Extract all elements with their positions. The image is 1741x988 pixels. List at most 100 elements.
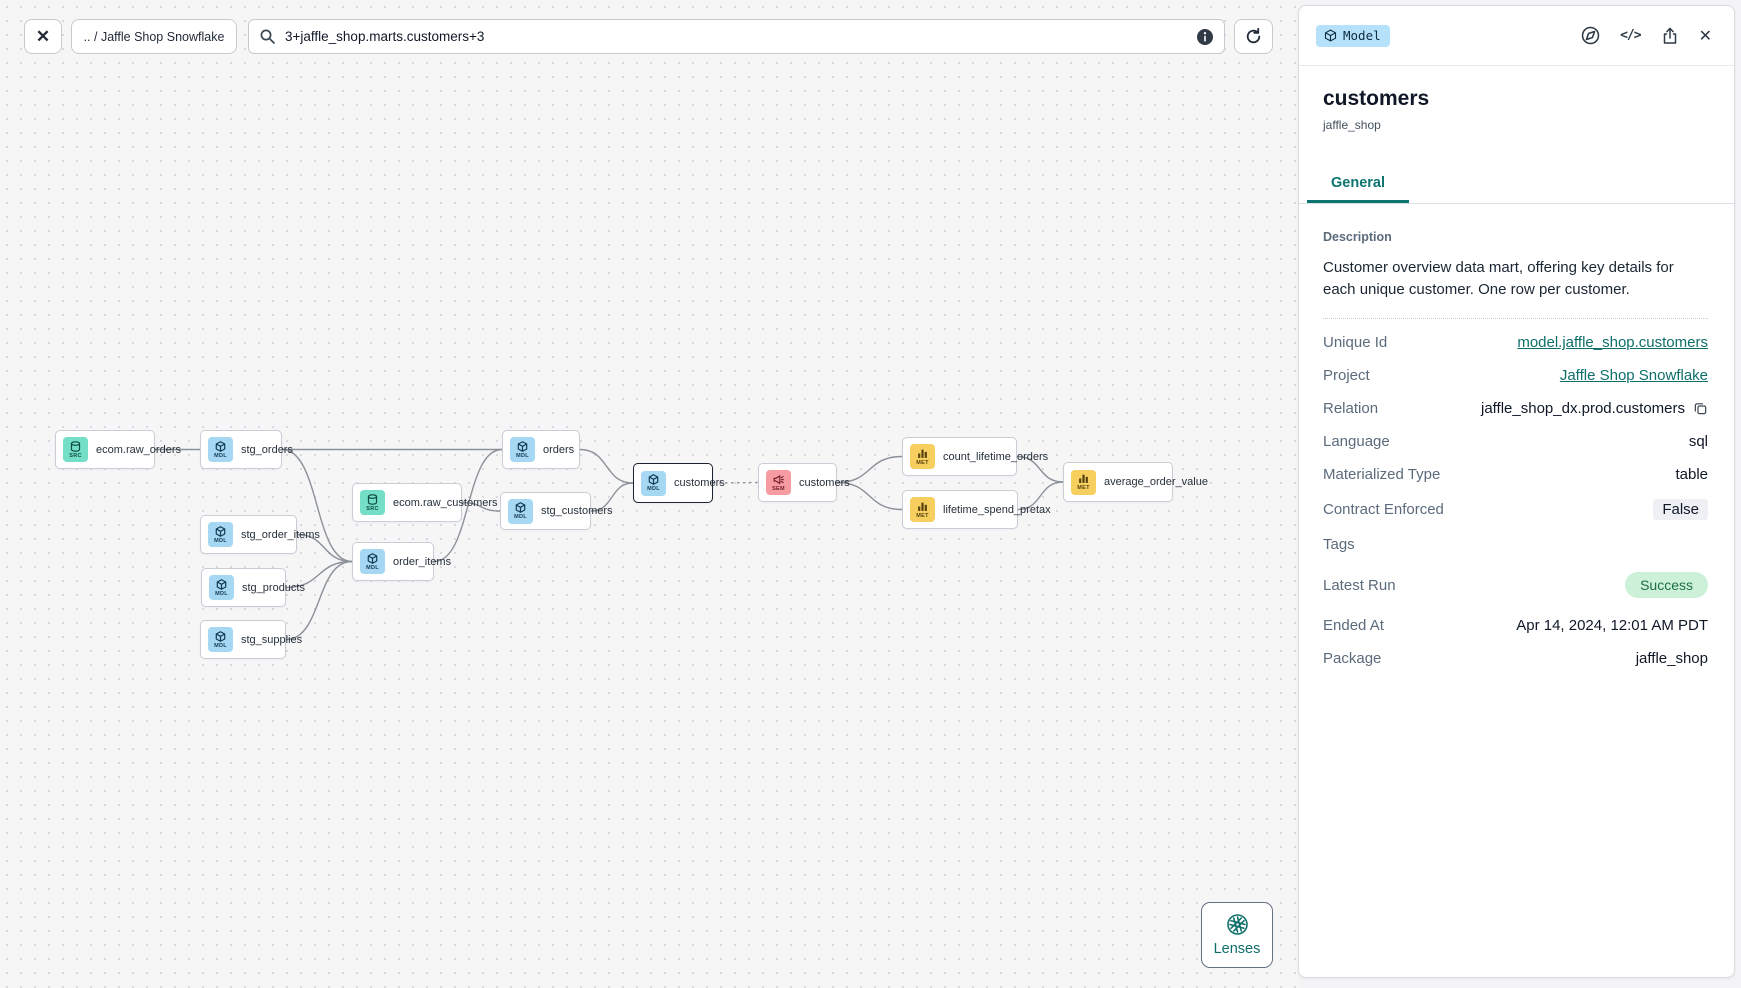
chart-icon: MET: [910, 497, 935, 522]
search-icon: [259, 28, 276, 45]
lineage-node-customers[interactable]: MDL customers: [633, 463, 725, 503]
tab-general[interactable]: General: [1307, 165, 1409, 203]
field-label: Language: [1323, 433, 1390, 451]
lineage-node-customers_sem[interactable]: SEM customers: [758, 463, 850, 502]
project-subtitle: jaffle_shop: [1323, 118, 1381, 132]
model-badge-label: Model: [1343, 27, 1381, 43]
node-label: customers: [799, 476, 850, 489]
lenses-aperture-icon: [1226, 913, 1249, 936]
refresh-button[interactable]: [1234, 19, 1273, 54]
cube-icon: MDL: [208, 627, 233, 652]
field-row-tags: Tags: [1323, 528, 1708, 561]
field-row-project: Project Jaffle Shop Snowflake: [1323, 359, 1708, 392]
node-label: average_order_value: [1104, 476, 1208, 488]
field-label: Ended At: [1323, 617, 1384, 635]
code-icon[interactable]: </>: [1620, 28, 1642, 43]
page-title: customers: [1323, 87, 1430, 110]
status-badge: False: [1653, 499, 1708, 521]
node-label: stg_supplies: [241, 633, 303, 646]
lineage-search-bar[interactable]: [248, 19, 1225, 54]
database-icon: SRC: [360, 490, 385, 515]
copy-icon[interactable]: [1693, 401, 1708, 416]
field-label: Project: [1323, 367, 1370, 385]
cube-icon: [1324, 29, 1337, 42]
node-label: count_lifetime_orders: [943, 450, 1049, 463]
field-row-contract-enforced: Contract Enforced False: [1323, 491, 1708, 528]
share-icon[interactable]: [1660, 26, 1680, 46]
info-icon[interactable]: [1196, 28, 1214, 46]
field-value: table: [1675, 466, 1708, 484]
cube-icon: MDL: [510, 437, 535, 462]
cube-icon: MDL: [209, 575, 234, 600]
megaphone-icon: SEM: [766, 470, 791, 495]
lineage-node-order_items[interactable]: MDL order_items: [352, 542, 451, 581]
node-label: stg_products: [242, 581, 305, 594]
field-row-unique-id: Unique Id model.jaffle_shop.customers: [1323, 326, 1708, 359]
cube-icon: MDL: [208, 437, 233, 462]
lineage-node-stg_customers[interactable]: MDL stg_customers: [500, 492, 613, 530]
field-label: Package: [1323, 650, 1382, 668]
field-label: Relation: [1323, 400, 1379, 418]
field-label: Latest Run: [1323, 576, 1396, 594]
field-row-materialized-type: Materialized Type table: [1323, 458, 1708, 491]
lineage-node-ecom_raw_customers[interactable]: SRC ecom.raw_customers: [352, 483, 498, 522]
panel-tabs: General: [1299, 165, 1734, 204]
field-row-language: Language sql: [1323, 425, 1708, 458]
description-text: Customer overview data mart, offering ke…: [1323, 259, 1674, 299]
cube-icon: MDL: [508, 498, 533, 524]
chart-icon: MET: [910, 444, 935, 469]
divider: [1323, 318, 1708, 320]
field-label: Contract Enforced: [1323, 501, 1444, 519]
lineage-node-stg_order_items[interactable]: MDL stg_order_items: [200, 515, 320, 554]
lineage-node-lifetime_spend_pretax[interactable]: MET lifetime_spend_pretax: [902, 490, 1051, 529]
node-label: ecom.raw_customers: [393, 496, 498, 509]
node-label: ecom.raw_orders: [96, 443, 181, 456]
explore-compass-icon[interactable]: [1580, 25, 1601, 46]
cube-icon: MDL: [641, 470, 666, 496]
node-label: stg_customers: [541, 505, 613, 517]
field-value: sql: [1688, 433, 1708, 451]
lineage-node-count_lifetime_orders[interactable]: MET count_lifetime_orders: [902, 437, 1048, 476]
lenses-button[interactable]: Lenses: [1201, 902, 1273, 968]
refresh-icon: [1244, 27, 1263, 46]
node-label: order_items: [393, 555, 452, 568]
chart-icon: MET: [1071, 469, 1096, 495]
field-value: jaffle_shop_dx.prod.customers: [1480, 400, 1685, 418]
cube-icon: MDL: [360, 549, 385, 574]
field-row-ended-at: Ended At Apr 14, 2024, 12:01 AM PDT: [1323, 609, 1708, 642]
field-label: Materialized Type: [1323, 466, 1441, 484]
status-badge: Success: [1625, 572, 1708, 599]
lineage-node-stg_products[interactable]: MDL stg_products: [201, 568, 305, 607]
field-value: jaffle_shop: [1635, 650, 1708, 668]
field-label: Unique Id: [1323, 334, 1388, 352]
node-label: stg_order_items: [241, 528, 320, 541]
lineage-node-orders[interactable]: MDL orders: [502, 430, 580, 469]
lineage-node-stg_orders[interactable]: MDL stg_orders: [200, 430, 293, 469]
search-input[interactable]: [285, 29, 1187, 44]
node-label: orders: [543, 443, 575, 456]
field-row-package: Package jaffle_shop: [1323, 642, 1708, 675]
close-lineage-button[interactable]: ✕: [24, 19, 62, 54]
lineage-node-stg_supplies[interactable]: MDL stg_supplies: [200, 620, 302, 659]
lineage-node-ecom_raw_orders[interactable]: SRC ecom.raw_orders: [55, 430, 181, 469]
panel-header: Model </> ✕: [1299, 6, 1734, 66]
field-value: Apr 14, 2024, 12:01 AM PDT: [1516, 617, 1708, 635]
field-link[interactable]: model.jaffle_shop.customers: [1517, 334, 1708, 352]
close-panel-icon[interactable]: ✕: [1698, 27, 1712, 45]
field-row-latest-run: Latest Run Success: [1323, 561, 1708, 609]
node-label: stg_orders: [241, 443, 293, 456]
field-label: Tags: [1323, 536, 1355, 554]
field-link[interactable]: Jaffle Shop Snowflake: [1559, 367, 1708, 385]
node-label: customers: [674, 477, 725, 489]
cube-icon: MDL: [208, 522, 233, 547]
lenses-label: Lenses: [1213, 941, 1261, 957]
breadcrumb[interactable]: .. / Jaffle Shop Snowflake: [71, 19, 237, 54]
lineage-node-average_order_value[interactable]: MET average_order_value: [1063, 462, 1208, 502]
description-label: Description: [1323, 230, 1392, 244]
node-label: lifetime_spend_pretax: [943, 503, 1051, 516]
details-panel: Model </> ✕ customers jaffle_shop Genera…: [1298, 5, 1735, 978]
model-type-badge: Model: [1316, 24, 1390, 47]
database-icon: SRC: [63, 437, 88, 462]
